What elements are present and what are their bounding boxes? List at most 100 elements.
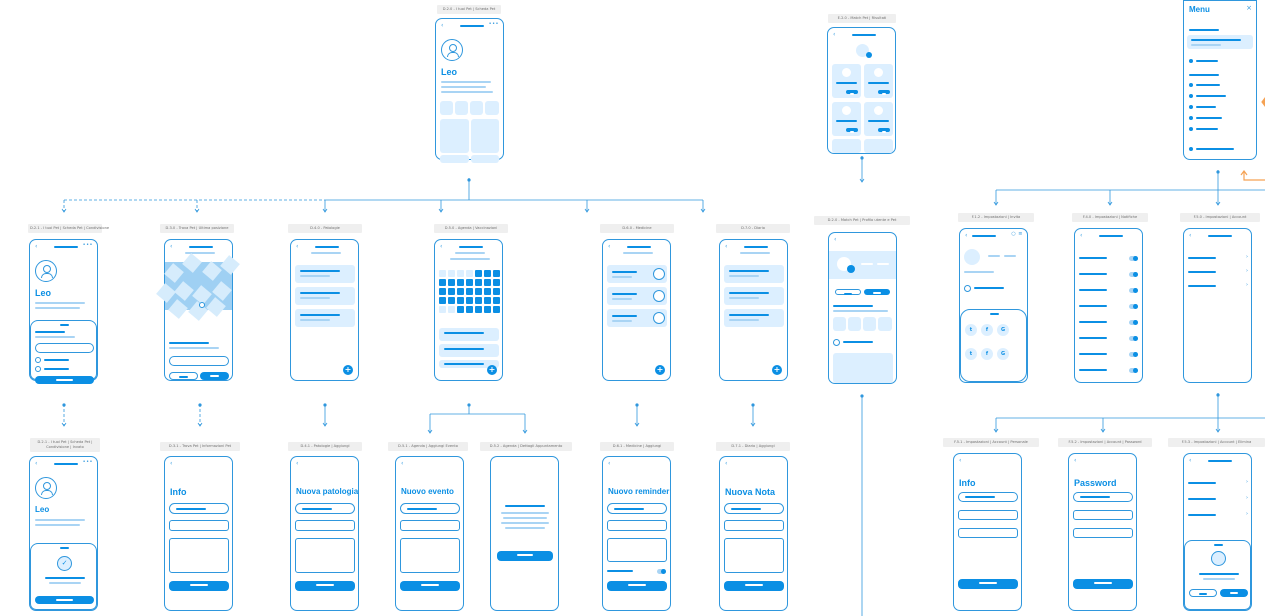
back-icon[interactable]: ‹ bbox=[296, 243, 299, 250]
secondary-button[interactable] bbox=[835, 289, 861, 295]
medicine-card[interactable] bbox=[607, 265, 667, 283]
back-icon[interactable]: ‹ bbox=[401, 460, 404, 467]
menu-item[interactable] bbox=[1196, 106, 1216, 108]
back-icon[interactable]: ‹ bbox=[834, 236, 837, 243]
twitter-icon[interactable]: t bbox=[965, 348, 977, 360]
setting-toggle[interactable] bbox=[1129, 336, 1138, 341]
save-button[interactable] bbox=[169, 581, 229, 591]
back-icon[interactable]: ‹ bbox=[1189, 232, 1192, 239]
add-button[interactable]: + bbox=[655, 365, 665, 375]
setting-toggle[interactable] bbox=[1129, 256, 1138, 261]
match-card[interactable] bbox=[864, 102, 893, 136]
calendar-grid[interactable] bbox=[439, 270, 501, 316]
back-icon[interactable]: ‹ bbox=[725, 460, 728, 467]
account-item[interactable] bbox=[1188, 482, 1216, 484]
account-item[interactable] bbox=[1188, 285, 1216, 287]
event-card[interactable] bbox=[439, 344, 499, 357]
share-input[interactable] bbox=[35, 343, 94, 353]
confirm-button[interactable] bbox=[497, 551, 553, 561]
list-card[interactable] bbox=[295, 287, 355, 305]
name-input[interactable] bbox=[958, 492, 1018, 502]
back-icon[interactable]: ‹ bbox=[35, 243, 38, 250]
account-item[interactable] bbox=[1188, 498, 1216, 500]
share-button[interactable] bbox=[35, 376, 94, 384]
back-icon[interactable]: ‹ bbox=[296, 460, 299, 467]
primary-button[interactable] bbox=[200, 372, 229, 380]
pet-card[interactable] bbox=[833, 353, 893, 383]
twitter-icon[interactable]: t bbox=[965, 324, 977, 336]
menu-item[interactable] bbox=[1196, 95, 1226, 97]
cancel-button[interactable] bbox=[1189, 589, 1217, 597]
more-icon[interactable]: ••• bbox=[488, 21, 499, 27]
add-button[interactable]: + bbox=[487, 365, 497, 375]
name-input[interactable] bbox=[400, 503, 460, 514]
section-card[interactable] bbox=[440, 155, 469, 163]
setting-toggle[interactable] bbox=[1129, 320, 1138, 325]
back-icon[interactable]: ‹ bbox=[725, 243, 728, 250]
menu-item[interactable] bbox=[1196, 148, 1234, 150]
section-card[interactable] bbox=[440, 119, 469, 153]
match-card[interactable] bbox=[864, 139, 893, 153]
list-card[interactable] bbox=[295, 309, 355, 327]
setting-toggle[interactable] bbox=[1129, 272, 1138, 277]
back-icon[interactable]: ‹ bbox=[1074, 457, 1077, 464]
event-card[interactable] bbox=[439, 328, 499, 341]
menu-item[interactable] bbox=[1196, 84, 1220, 86]
save-button[interactable] bbox=[295, 581, 355, 591]
ok-button[interactable] bbox=[35, 596, 94, 604]
note-card[interactable] bbox=[724, 287, 784, 305]
setting-toggle[interactable] bbox=[1129, 368, 1138, 373]
facebook-icon[interactable]: f bbox=[981, 348, 993, 360]
match-card[interactable] bbox=[864, 64, 893, 98]
setting-toggle[interactable] bbox=[1129, 304, 1138, 309]
save-button[interactable] bbox=[607, 581, 667, 591]
save-button[interactable] bbox=[1073, 579, 1133, 589]
back-icon[interactable]: ‹ bbox=[441, 22, 444, 29]
back-icon[interactable]: ‹ bbox=[959, 457, 962, 464]
back-icon[interactable]: ‹ bbox=[608, 243, 611, 250]
save-button[interactable] bbox=[724, 581, 784, 591]
chat-icon[interactable]: ○ ≡ bbox=[1011, 231, 1023, 237]
back-icon[interactable]: ‹ bbox=[1080, 232, 1083, 239]
add-button[interactable]: + bbox=[772, 365, 782, 375]
account-item[interactable] bbox=[1188, 257, 1216, 259]
text-input[interactable] bbox=[400, 520, 460, 531]
textarea[interactable] bbox=[169, 538, 229, 573]
google-icon[interactable]: G bbox=[997, 348, 1009, 360]
setting-toggle[interactable] bbox=[1129, 352, 1138, 357]
menu-item[interactable] bbox=[1196, 117, 1222, 119]
back-icon[interactable]: ‹ bbox=[1189, 457, 1192, 464]
google-icon[interactable]: G bbox=[997, 324, 1009, 336]
text-input[interactable] bbox=[958, 528, 1018, 538]
back-icon[interactable]: ‹ bbox=[35, 460, 38, 467]
match-card[interactable] bbox=[832, 139, 861, 153]
account-item[interactable] bbox=[1188, 514, 1216, 516]
name-input[interactable] bbox=[169, 503, 229, 514]
name-input[interactable] bbox=[724, 503, 784, 514]
save-button[interactable] bbox=[958, 579, 1018, 589]
text-input[interactable] bbox=[295, 520, 355, 531]
event-card[interactable] bbox=[439, 360, 499, 368]
location-pin-icon[interactable] bbox=[199, 302, 205, 308]
text-input[interactable] bbox=[724, 520, 784, 531]
medicine-card[interactable] bbox=[607, 309, 667, 327]
textarea[interactable] bbox=[724, 538, 784, 573]
back-icon[interactable]: ‹ bbox=[833, 31, 836, 38]
menu-item[interactable] bbox=[1196, 60, 1218, 62]
textarea[interactable] bbox=[607, 538, 667, 562]
medicine-card[interactable] bbox=[607, 287, 667, 305]
menu-item[interactable] bbox=[1196, 128, 1218, 130]
back-icon[interactable]: ‹ bbox=[965, 232, 968, 239]
back-icon[interactable]: ‹ bbox=[440, 243, 443, 250]
delete-button[interactable] bbox=[1220, 589, 1248, 597]
back-icon[interactable]: ‹ bbox=[170, 243, 173, 250]
save-button[interactable] bbox=[400, 581, 460, 591]
more-icon[interactable]: ••• bbox=[82, 459, 93, 465]
match-card[interactable] bbox=[832, 64, 861, 98]
name-input[interactable] bbox=[295, 503, 355, 514]
facebook-icon[interactable]: f bbox=[981, 324, 993, 336]
text-input[interactable] bbox=[169, 520, 229, 531]
primary-button[interactable] bbox=[864, 289, 890, 295]
close-icon[interactable]: × bbox=[1246, 4, 1252, 12]
account-item[interactable] bbox=[1188, 271, 1216, 273]
